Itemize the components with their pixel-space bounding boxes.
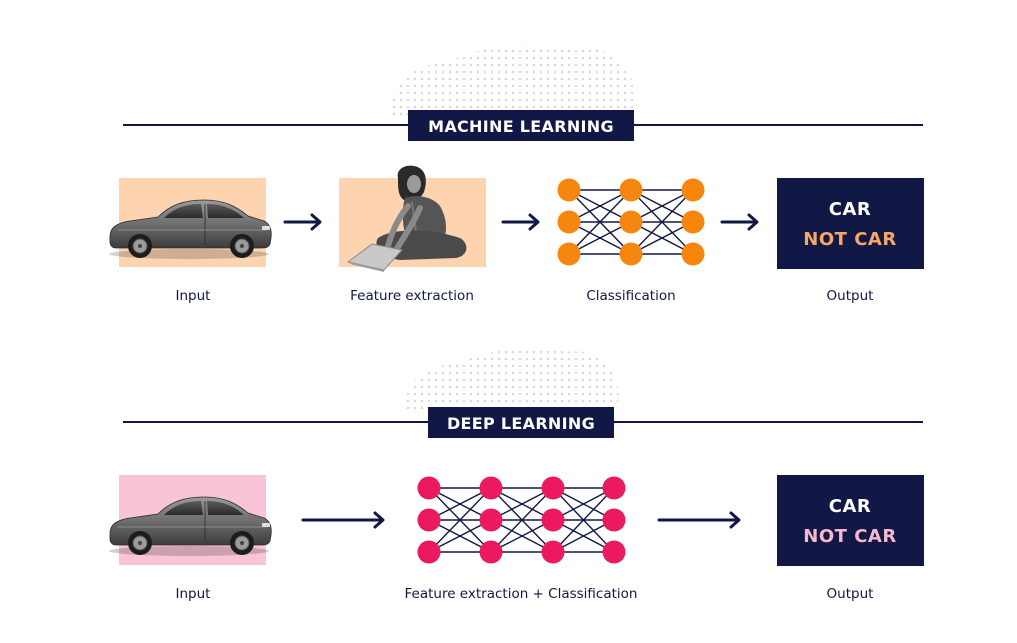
arrow-right-icon: [283, 213, 322, 231]
ml-output-label: Output: [827, 288, 874, 304]
ml-title-banner: [408, 110, 634, 141]
dl-title: DEEP LEARNING: [447, 414, 595, 433]
dl-neural-network-icon: [417, 476, 626, 564]
dl-output-not-car: NOT CAR: [803, 526, 896, 547]
dl-title-banner: [428, 407, 614, 438]
dots-decoration: [391, 44, 638, 118]
ml-feature-label: Feature extraction: [350, 288, 474, 304]
ml-input-image: [108, 178, 272, 267]
dots-decoration: [403, 348, 619, 414]
machine-learning-section: MACHINE LEARNING Input: [108, 44, 924, 304]
ml-output-not-car: NOT CAR: [803, 229, 896, 250]
dl-input-label: Input: [176, 586, 211, 602]
ml-classification-label: Classification: [586, 288, 675, 304]
ml-neural-network-icon: [557, 178, 705, 266]
arrow-right-icon: [657, 511, 741, 529]
dl-output-label: Output: [827, 586, 874, 602]
dl-input-image: [108, 475, 272, 565]
ml-output-box: [777, 178, 924, 269]
arrow-right-icon: [720, 213, 759, 231]
ml-title: MACHINE LEARNING: [428, 117, 614, 136]
deep-learning-section: DEEP LEARNING Input: [108, 348, 924, 602]
ml-output-car: CAR: [829, 199, 872, 220]
dl-output-car: CAR: [829, 496, 872, 517]
arrow-right-icon: [301, 511, 385, 529]
ml-input-label: Input: [176, 288, 211, 304]
dl-output-box: [777, 475, 924, 566]
dl-combined-label: Feature extraction + Classification: [405, 586, 638, 602]
person-with-laptop-photo: [339, 165, 486, 272]
arrow-right-icon: [501, 213, 540, 231]
